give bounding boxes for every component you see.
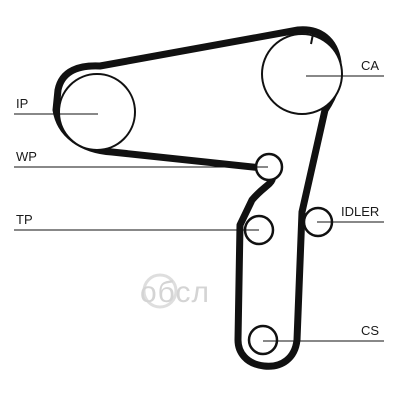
tp-label: TP: [16, 212, 33, 227]
watermark-text: oбсл: [140, 276, 210, 309]
idler-label: IDLER: [341, 204, 379, 219]
cs-pulley: [247, 324, 279, 356]
cs-label: CS: [361, 323, 379, 338]
watermark-logo-mark: [142, 273, 178, 309]
ca-pulley: [261, 33, 343, 115]
wp-label: WP: [16, 149, 37, 164]
ca-label: CA: [361, 58, 379, 73]
watermark-logo: oбсл: [140, 273, 210, 309]
ip-pulley: [58, 73, 136, 151]
ca-timing-mark: [310, 33, 314, 45]
ip-label: IP: [16, 96, 28, 111]
